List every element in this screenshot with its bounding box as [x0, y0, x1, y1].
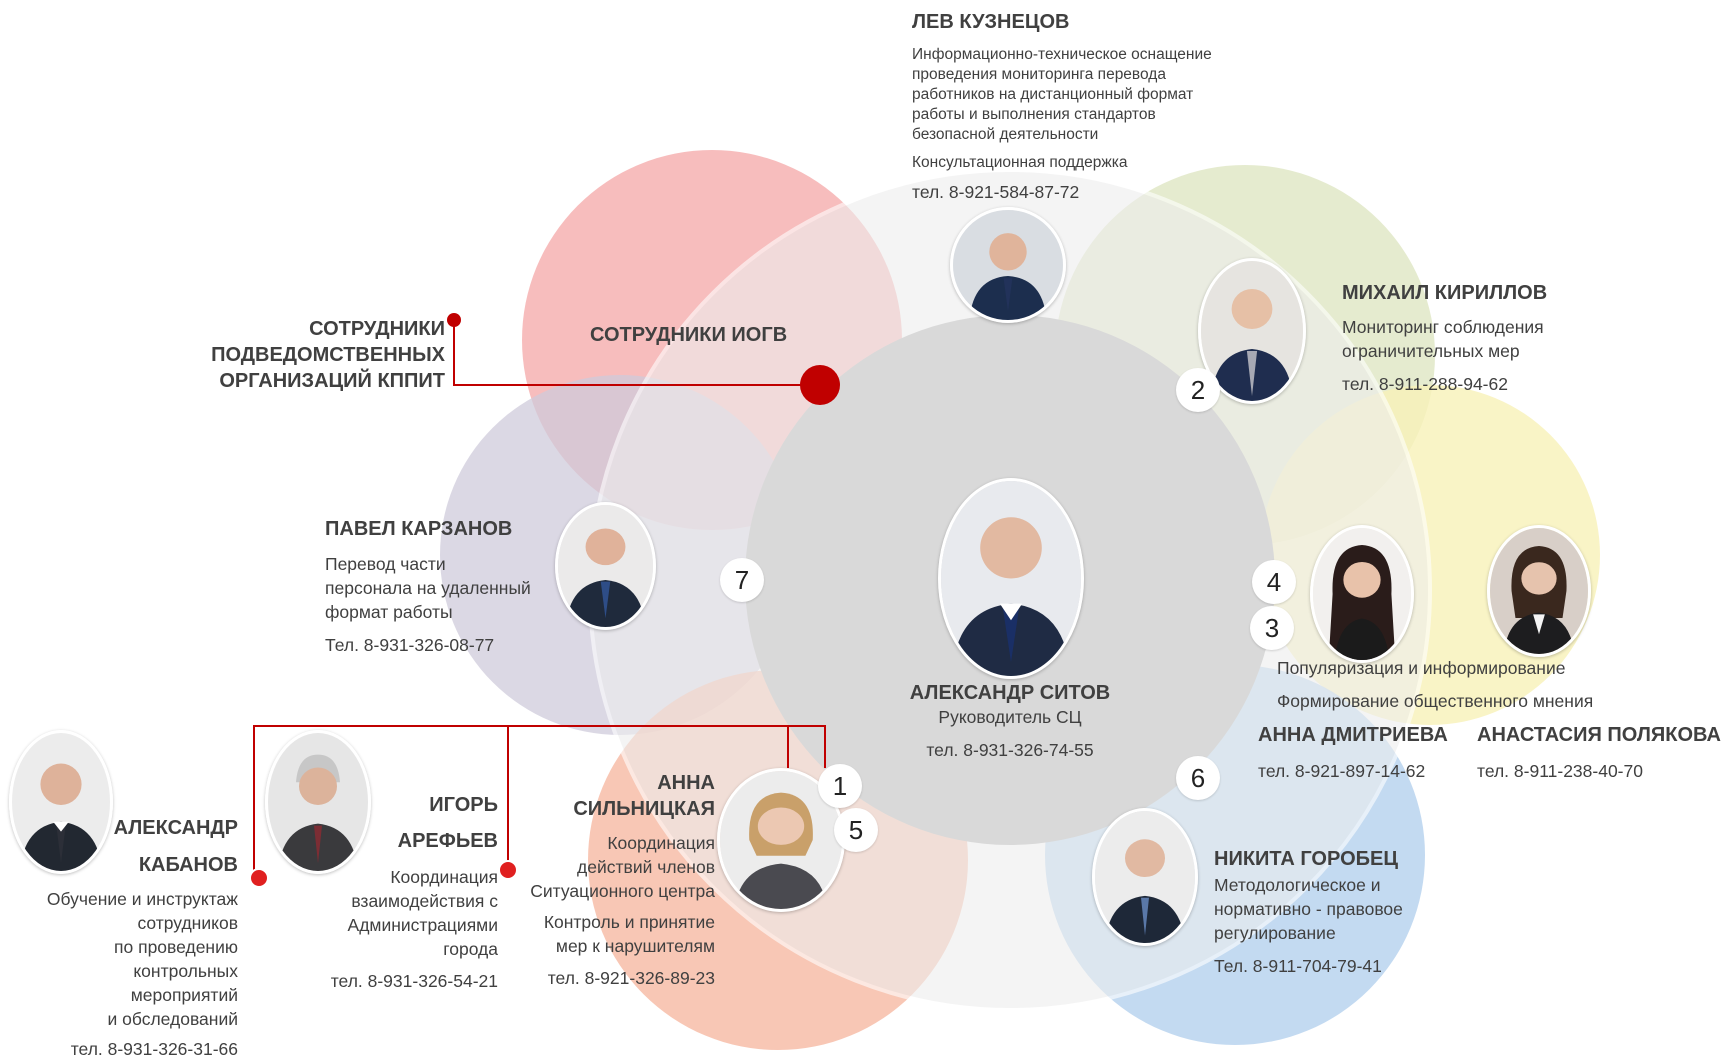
karzanov-name: ПАВЕЛ КАРЗАНОВ	[325, 518, 513, 540]
sitov-name: АЛЕКСАНДР СИТОВ	[909, 682, 1111, 704]
gorobets-phone: Тел. 8-911-704-79-41	[1214, 956, 1382, 976]
silnitskaya-duty2-line: Контроль и принятие	[543, 912, 715, 932]
polyakova-name: АНАСТАСИЯ ПОЛЯКОВА	[1477, 724, 1721, 746]
avatar-kabanov	[9, 730, 113, 874]
badge-7: 7	[720, 558, 764, 602]
kabanov-duty-line: сотрудников	[137, 913, 238, 933]
kabanov-duty-line: контрольных	[133, 961, 238, 981]
badge-5: 5	[834, 808, 878, 852]
kuznetsov-duty-2: Консультационная поддержка	[912, 154, 1128, 171]
kirillov-duty-line: Мониторинг соблюдения	[1342, 317, 1544, 337]
kuznetsov-duty-line: безопасной деятельности	[912, 126, 1099, 143]
gorobets-name: НИКИТА ГОРОБЕЦ	[1214, 848, 1398, 870]
avatar-karzanov	[555, 502, 656, 630]
kuznetsov-duty-line: проведения мониторинга перевода	[912, 66, 1166, 83]
kabanov-name-2: КАБАНОВ	[138, 854, 238, 876]
arefiev-duty-line: Администрациями	[347, 915, 498, 935]
dmitrieva-name: АННА ДМИТРИЕВА	[1258, 724, 1448, 746]
group-label-kppit-2: ПОДВЕДОМСТВЕННЫХ	[211, 344, 445, 366]
karzanov-duty-line: формат работы	[325, 602, 453, 622]
shared-duty-line: Популяризация и информирование	[1277, 658, 1566, 678]
kirillov-duty-line: ограничительных мер	[1342, 341, 1520, 361]
group-label-iogv: СОТРУДНИКИ ИОГВ	[590, 324, 788, 346]
karzanov-phone: Тел. 8-931-326-08-77	[325, 635, 495, 655]
badge-6: 6	[1176, 756, 1220, 800]
arefiev-duty-line: города	[443, 939, 498, 959]
kabanov-duty-line: по проведению	[114, 937, 238, 957]
silnitskaya-duty-line: действий членов	[577, 857, 715, 877]
gorobets-duty-line: Методологическое и	[1214, 875, 1381, 895]
kuznetsov-duty-line: Информационно-техническое оснащение	[912, 46, 1212, 63]
sitov-role: Руководитель СЦ	[938, 707, 1082, 727]
kirillov-name: МИХАИЛ КИРИЛЛОВ	[1342, 282, 1548, 304]
kppit-connector	[453, 320, 820, 386]
silnitskaya-duty-line: Ситуационного центра	[530, 881, 715, 901]
silnitskaya-phone: тел. 8-921-326-89-23	[547, 968, 715, 988]
kuznetsov-duty-line: работы и выполнения стандартов	[912, 106, 1156, 123]
avatar-kuznetsov	[950, 207, 1066, 323]
arefiev-name-1: ИГОРЬ	[429, 794, 498, 816]
kabanov-duty-line: и обследований	[107, 1009, 239, 1029]
kabanov-duty-line: мероприятий	[130, 985, 238, 1005]
avatar-polyakova	[1487, 525, 1591, 657]
kabanov-duty-line: Обучение и инструктаж	[46, 889, 238, 909]
group-label-kppit-1: СОТРУДНИКИ	[309, 318, 445, 340]
kuznetsov-duty-line: работников на дистанционный формат	[912, 86, 1194, 103]
sitov-phone: тел. 8-931-326-74-55	[926, 740, 1094, 760]
badge-3: 3	[1250, 606, 1294, 650]
silnitskaya-name-2: СИЛЬНИЦКАЯ	[573, 798, 715, 820]
arefiev-phone: тел. 8-931-326-54-21	[330, 971, 498, 991]
badge-1: 1	[818, 764, 862, 808]
arefiev-duty-line: Координация	[390, 867, 498, 887]
kuznetsov-name: ЛЕВ КУЗНЕЦОВ	[912, 11, 1070, 33]
kabanov-name-1: АЛЕКСАНДР	[113, 817, 238, 839]
kabanov-phone: тел. 8-931-326-31-66	[70, 1039, 238, 1059]
arefiev-name-2: АРЕФЬЕВ	[397, 830, 498, 852]
kirillov-phone: тел. 8-911-288-94-62	[1342, 374, 1508, 394]
badge-4: 4	[1252, 560, 1296, 604]
kppit-dot-small	[447, 313, 461, 327]
avatar-gorobets	[1092, 808, 1198, 946]
arefiev-duty-line: взаимодействия с	[351, 891, 498, 911]
arefiev-dot	[498, 860, 518, 880]
kppit-dot-large	[800, 365, 840, 405]
dmitrieva-phone: тел. 8-921-897-14-62	[1258, 761, 1426, 781]
avatar-kirillov	[1198, 258, 1306, 404]
team-bracket	[253, 725, 826, 878]
karzanov-duty-line: Перевод части	[325, 554, 446, 574]
karzanov-duty-line: персонала на удаленный	[325, 578, 531, 598]
kuznetsov-phone: тел. 8-921-584-87-72	[912, 182, 1080, 202]
kabanov-dot	[249, 868, 269, 888]
polyakova-phone: тел. 8-911-238-40-70	[1477, 761, 1643, 781]
silnitskaya-duty-line: Координация	[607, 833, 715, 853]
silnitskaya-name-1: АННА	[657, 772, 715, 794]
avatar-arefiev	[265, 730, 371, 874]
avatar-sitov	[938, 478, 1084, 679]
group-label-kppit-3: ОРГАНИЗАЦИЙ КППИТ	[219, 370, 445, 392]
avatar-dmitrieva	[1310, 525, 1414, 663]
shared-duty-line: Формирование общественного мнения	[1277, 691, 1594, 711]
silnitskaya-duty2-line: мер к нарушителям	[555, 936, 715, 956]
badge-2: 2	[1176, 368, 1220, 412]
gorobets-duty-line: нормативно - правовое	[1214, 899, 1403, 919]
gorobets-duty-line: регулирование	[1214, 923, 1336, 943]
